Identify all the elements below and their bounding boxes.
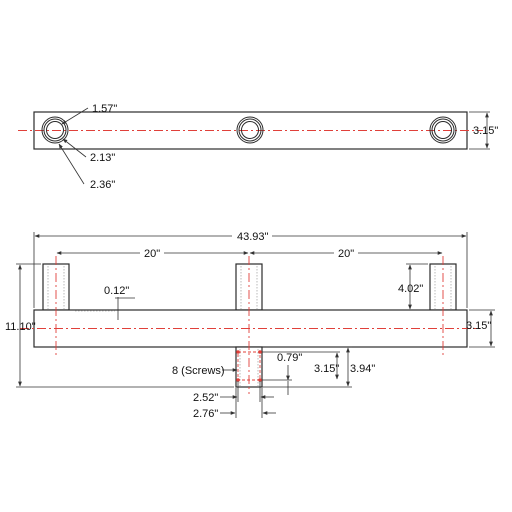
leader-inner-diameter <box>61 107 89 125</box>
label-bar-height: 3.15" <box>466 320 491 332</box>
label-post-height: 4.02" <box>398 283 423 295</box>
top-view-hole-center <box>236 116 264 144</box>
post-hatching <box>47 266 452 309</box>
label-screws: 8 (Screws) <box>172 365 225 377</box>
label-inner-diameter: 1.57" <box>92 103 117 115</box>
label-stem-inner-width: 2.52" <box>193 392 218 404</box>
top-view-hole-left <box>41 116 69 144</box>
top-view-hole-right <box>429 116 457 144</box>
label-stem-inner-height: 3.15" <box>314 363 339 375</box>
label-screw-offset: 0.79" <box>277 352 302 364</box>
label-overall-length: 43.93" <box>237 231 269 243</box>
label-middle-diameter: 2.13" <box>90 152 115 164</box>
label-overall-height: 11.10" <box>5 321 36 333</box>
label-top-bar-height: 3.15" <box>473 125 498 137</box>
label-wall-thickness: 0.12" <box>104 285 129 297</box>
front-view: 43.93" 20" 20" 0.12" 4.02" 3.15" 11.10" … <box>5 229 495 420</box>
leader-middle-diameter <box>62 138 87 158</box>
top-view: 1.57" 2.13" 2.36" 3.15" <box>18 103 498 191</box>
label-spacing-right: 20" <box>338 248 354 260</box>
label-stem-outer-width: 2.76" <box>193 408 218 420</box>
screw-holes <box>236 350 262 382</box>
label-spacing-left: 20" <box>144 248 160 260</box>
label-stem-height: 3.94" <box>350 363 375 375</box>
leader-outer-diameter <box>58 143 85 185</box>
label-outer-diameter: 2.36" <box>90 179 115 191</box>
